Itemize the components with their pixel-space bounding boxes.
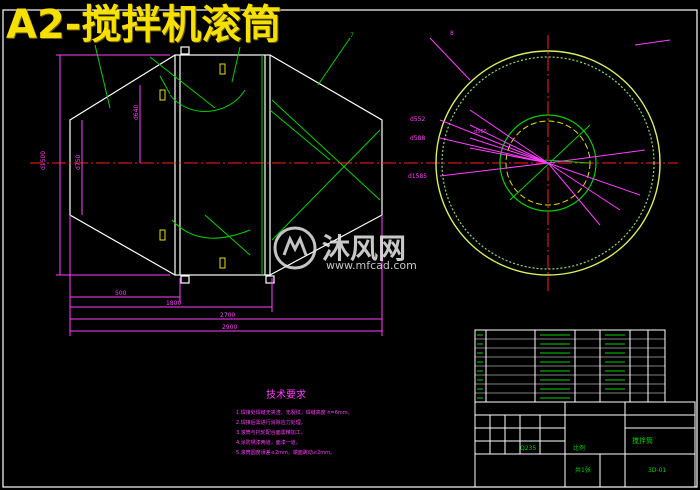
drawing-border bbox=[2, 9, 698, 488]
watermark: 沐风网 www.mfcad.com bbox=[272, 225, 442, 275]
title-block-material: Q235 bbox=[520, 445, 536, 452]
front-view-markers bbox=[159, 63, 226, 269]
callout-part-8: 8 bbox=[450, 30, 454, 37]
tech-line-1: 1.焊接处焊缝无夹渣、无裂纹，焊缝高度 h=6mm。 bbox=[236, 409, 353, 416]
dimension-lines bbox=[56, 54, 383, 336]
dim-500: 500 bbox=[115, 290, 127, 297]
circle-dim-d1585: d1585 bbox=[408, 173, 427, 180]
dim-d640: d640 bbox=[133, 105, 140, 120]
tech-line-5: 5.滚筒圆度误差≤2mm，端面跳动≤2mm。 bbox=[236, 449, 335, 456]
tech-heading: 技术要求 bbox=[266, 388, 306, 401]
parts-list-rows bbox=[475, 338, 665, 394]
watermark-brand: 沐风网 bbox=[322, 232, 407, 265]
title-block-name: 搅拌筒 bbox=[632, 436, 653, 445]
callout-part-7: 7 bbox=[350, 32, 354, 39]
watermark-logo-icon bbox=[273, 226, 317, 270]
tech-line-2: 2.焊接后需进行消除应力处理。 bbox=[236, 419, 306, 426]
front-view-leaders bbox=[94, 37, 381, 275]
dim-1800: 1800 bbox=[166, 300, 181, 307]
title-block-number: 3D-01 bbox=[648, 467, 666, 474]
tech-line-4: 4.涂防锈漆两道，面漆一道。 bbox=[236, 439, 301, 446]
tech-line-3: 3.滚筒与托轮配合面需精加工。 bbox=[236, 429, 306, 436]
watermark-url: www.mfcad.com bbox=[326, 259, 417, 272]
side-view-leaders bbox=[429, 37, 671, 226]
title-block bbox=[474, 401, 696, 488]
front-view bbox=[69, 46, 383, 284]
tech-requirements: 技术要求 1.焊接处焊缝无夹渣、无裂纹，焊缝高度 h=6mm。 2.焊接后需进行… bbox=[236, 388, 353, 456]
dim-2700: 2700 bbox=[220, 312, 235, 319]
circle-dim-d552: d552 bbox=[410, 116, 425, 123]
page-title: A2-搅拌机滚筒 bbox=[6, 2, 282, 48]
dim-d1500: d1500 bbox=[40, 151, 47, 170]
circle-dim-d588: d588 bbox=[410, 135, 425, 142]
title-block-sheet-label: 共1张 bbox=[575, 466, 591, 474]
dim-d750: d750 bbox=[75, 155, 82, 170]
circle-dim-d560: d560 bbox=[474, 129, 487, 135]
parts-list-marks bbox=[477, 334, 625, 399]
title-block-scale-label: 比例 bbox=[573, 444, 585, 452]
dim-2900: 2900 bbox=[222, 324, 237, 331]
